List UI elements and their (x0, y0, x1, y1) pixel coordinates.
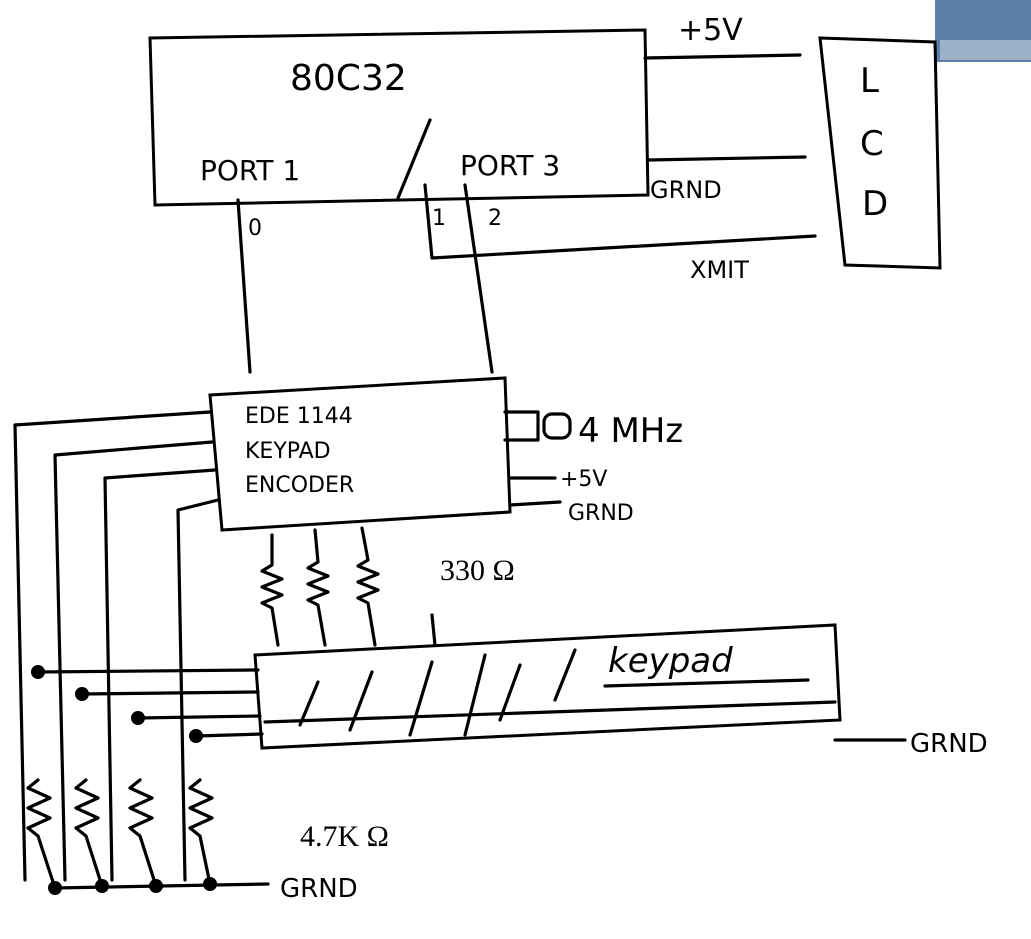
row-tap-4 (194, 732, 264, 738)
port3-label: PORT 3 (460, 149, 560, 182)
resistor-col-2 (306, 528, 330, 647)
column-resistor-value: 330 Ω (440, 554, 515, 587)
ground-bus (53, 882, 270, 890)
wire-xmit (423, 183, 817, 260)
keypad-row-line (263, 700, 837, 724)
port1-label: PORT 1 (200, 154, 300, 187)
lcd-letter-c: C (860, 124, 884, 164)
wire-enc-gnd (508, 500, 562, 507)
resistor-col-1 (260, 533, 284, 647)
photo-fragment-light (940, 40, 1031, 60)
wire-row-3 (103, 468, 217, 882)
lcd-vcc-label: +5V (678, 13, 743, 48)
lcd-letter-d: D (862, 184, 888, 224)
pulldown-resistors (26, 778, 214, 890)
lcd-box (818, 36, 942, 270)
ede1144-encoder: EDE 1144 KEYPAD ENCODER (208, 376, 512, 532)
row-tap-2 (80, 690, 260, 696)
lcd-display: L C D (818, 36, 942, 270)
encoder-box (208, 376, 512, 532)
encoder-line-3: ENCODER (245, 473, 354, 498)
mcu-name: 80C32 (290, 58, 407, 99)
keypad-label: keypad (608, 641, 733, 681)
wire-row-1 (13, 410, 212, 882)
crystal-icon (542, 412, 572, 440)
lcd-letter-l: L (860, 61, 879, 101)
encoder-line-2: KEYPAD (245, 439, 331, 464)
pulldown-3 (128, 778, 158, 888)
clock-label: 4 MHz (578, 411, 683, 451)
port-divider (396, 118, 432, 200)
wire-port1-0 (236, 198, 252, 374)
column-resistors (260, 526, 437, 647)
wire-row-2 (53, 440, 214, 882)
encoder-vcc-label: +5V (560, 467, 607, 492)
lcd-gnd-label: GRND (650, 176, 722, 204)
keypad-gnd-label: GRND (910, 729, 988, 759)
wire-port3-2 (463, 183, 494, 374)
keypad-key-lines (298, 648, 577, 737)
keypad-box (253, 623, 842, 750)
wire-crystal (503, 410, 540, 442)
mcu-80c32: 80C32 PORT 1 PORT 3 0 1 2 (148, 28, 650, 241)
pulldown-4 (188, 778, 214, 886)
pin-p3-1: 1 (432, 206, 446, 231)
keypad-label-underline (603, 678, 810, 688)
pulldown-1 (26, 778, 57, 890)
junction-dots (31, 665, 217, 895)
col-4-wire (430, 613, 437, 647)
wire-row-4 (176, 498, 220, 882)
mcu-box (148, 28, 650, 207)
bottom-gnd-label: GRND (280, 874, 358, 904)
pin-p1-0: 0 (248, 216, 262, 241)
wire-lcd-gnd (646, 155, 807, 162)
pulldown-2 (74, 778, 104, 888)
pin-p3-2: 2 (488, 206, 502, 231)
resistor-col-3 (356, 526, 380, 647)
row-tap-1 (36, 668, 260, 674)
encoder-gnd-label: GRND (568, 501, 634, 526)
encoder-line-1: EDE 1144 (245, 404, 353, 429)
pulldown-resistor-value: 4.7K Ω (300, 820, 389, 853)
keypad: keypad (253, 623, 842, 750)
xmit-label: XMIT (690, 256, 749, 284)
row-tap-3 (136, 714, 262, 720)
wire-lcd-vcc (643, 53, 802, 60)
